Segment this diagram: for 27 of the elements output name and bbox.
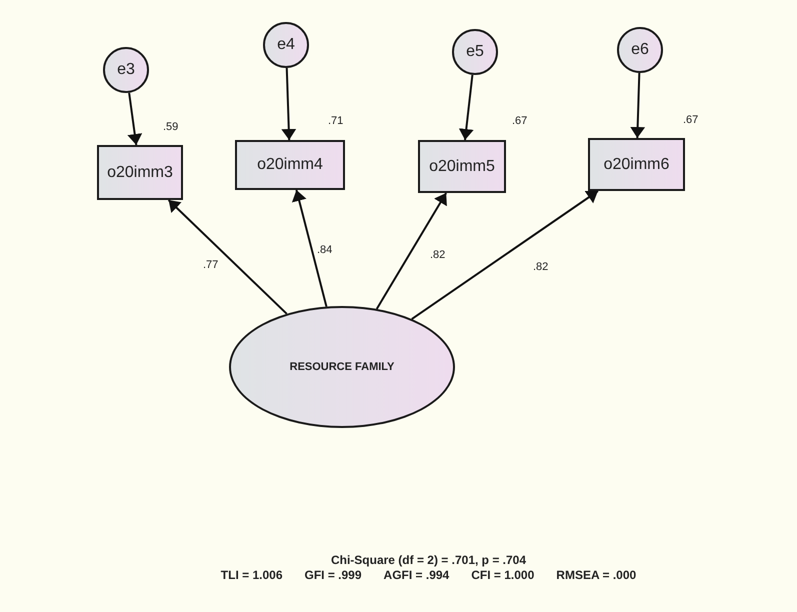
arrow (168, 199, 288, 315)
variable-box: o20imm4 (235, 140, 345, 190)
r-squared-value: .67 (512, 116, 528, 127)
fit-statistic: CFI = 1.000 (471, 568, 534, 583)
variable-box: o20imm5 (418, 140, 506, 193)
fit-statistic: GFI = .999 (304, 568, 362, 583)
edge-label: .84 (316, 245, 334, 256)
edge-label: .82 (429, 250, 446, 261)
r-squared-value: .59 (163, 122, 178, 133)
fit-statistic: AGFI = .994 (384, 568, 450, 583)
variable-box: o20imm3 (97, 145, 183, 200)
fit-statistic: Chi-Square (df = 2) = .701, p = .704 (330, 553, 526, 568)
variable-box: o20imm6 (588, 138, 685, 191)
arrow (460, 74, 474, 140)
latent-ellipse: RESOURCE FAMILY (229, 306, 455, 428)
arrow (283, 68, 294, 140)
arrow (411, 190, 599, 320)
fit-statistic: TLI = 1.006 (220, 568, 282, 583)
fit-statistic: RMSEA = .000 (556, 568, 636, 583)
arrow (128, 92, 140, 146)
r-squared-value: .67 (683, 115, 698, 126)
arrow (632, 72, 644, 138)
arrow (294, 190, 328, 307)
edge-label: .82 (532, 262, 550, 273)
arrow (376, 192, 447, 310)
edge-label: .77 (202, 260, 220, 271)
r-squared-value: .71 (328, 116, 344, 127)
